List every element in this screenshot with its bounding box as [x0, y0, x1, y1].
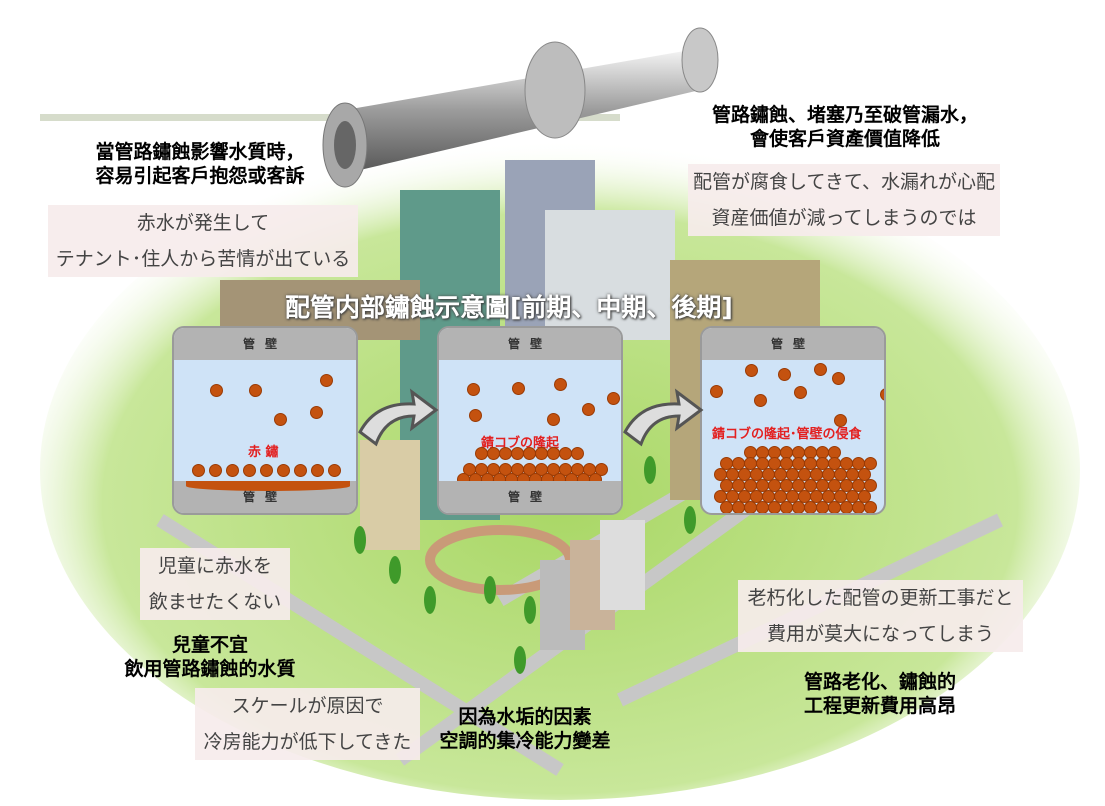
arrow-right-icon [623, 388, 704, 447]
rust-nodule [571, 447, 584, 460]
rust-particle [310, 406, 323, 419]
rust-particle [754, 394, 767, 407]
rust-particle [467, 383, 480, 396]
rust-particle [277, 464, 290, 477]
rust-particle [311, 464, 324, 477]
stage-panel-early: 管壁 赤 鏽 管壁 [172, 326, 358, 515]
rust-particle [547, 413, 560, 426]
callout-line: テナント･住人から苦情が出ている [55, 248, 351, 270]
pipe-wall-top: 管壁 [439, 328, 621, 360]
callout-top-right-zh: 管路鏽蝕、堵塞乃至破管漏水， 會使客戶資產價值降低 [680, 103, 1010, 151]
callout-line: 空調的集冷能力變差 [439, 730, 611, 752]
rust-nodule [864, 457, 877, 470]
rust-particle [794, 386, 807, 399]
rust-particle [512, 382, 525, 395]
rust-particle [745, 364, 758, 377]
callout-bottom-center-zh: 因為水垢的因素 空調的集冷能力變差 [420, 705, 630, 753]
pipe-illustration [322, 27, 719, 188]
callout-line: 飲ませたくない [148, 591, 282, 613]
rust-particle [320, 374, 333, 387]
rust-particle [192, 464, 205, 477]
rust-particle [832, 372, 845, 385]
rust-particle [243, 464, 256, 477]
callout-line: 老朽化した配管の更新工事だと [747, 587, 1014, 609]
callout-top-left-zh: 當管路鏽蝕影響水質時， 容易引起客戶抱怨或客訴 [60, 140, 340, 188]
rust-particle [274, 413, 287, 426]
rust-nodule [864, 501, 877, 513]
rust-particle [880, 388, 884, 401]
rust-particle [814, 363, 827, 376]
pipe-wall-top: 管壁 [702, 328, 884, 360]
rust-particle [710, 385, 723, 398]
stage-panel-middle: 管壁 錆コブの隆起 管壁 [437, 326, 623, 515]
callout-line: 因為水垢的因素 [458, 706, 592, 728]
rust-particle [226, 464, 239, 477]
callout-line: 容易引起客戶抱怨或客訴 [95, 165, 305, 187]
pipe-wall-top: 管壁 [174, 328, 356, 360]
callout-bottom-left-jp: 児童に赤水を 飲ませたくない [140, 548, 290, 620]
rust-particle [210, 384, 223, 397]
callout-line: 兒童不宜 [171, 634, 248, 656]
stage-label: 錆コブの隆起･管壁の侵食 [712, 427, 862, 442]
callout-top-right-jp: 配管が腐食してきて、水漏れが心配 資産価値が減ってしまうのでは [688, 164, 1000, 236]
callout-line: 資産価値が減ってしまうのでは [711, 207, 977, 229]
callout-top-left-jp: 赤水が発生して テナント･住人から苦情が出ている [48, 205, 358, 277]
callout-line: 管路鏽蝕、堵塞乃至破管漏水， [711, 104, 978, 126]
callout-bottom-right-zh: 管路老化、鏽蝕的 工程更新費用高昂 [770, 670, 990, 718]
rust-particle [209, 464, 222, 477]
callout-line: 児童に赤水を [157, 555, 272, 577]
callout-bottom-right-jp: 老朽化した配管の更新工事だと 費用が莫大になってしまう [738, 580, 1023, 652]
rust-nodule [595, 463, 608, 476]
stage-label: 赤 鏽 [248, 445, 279, 460]
stage-panel-late: 管壁 錆コブの隆起･管壁の侵食 [700, 326, 886, 515]
arrow-right-icon [358, 388, 439, 447]
rust-particle [328, 464, 341, 477]
rust-particle [469, 409, 482, 422]
rust-particle [607, 392, 620, 405]
rust-layer [186, 481, 350, 491]
callout-line: 管路老化、鏽蝕的 [803, 671, 956, 693]
callout-line: スケールが原因で [231, 695, 384, 717]
rust-particle [834, 414, 847, 427]
pipe-wall-bottom: 管壁 [439, 481, 621, 513]
rust-particle [249, 384, 262, 397]
rust-particle [294, 464, 307, 477]
rust-particle [260, 464, 273, 477]
callout-bottom-left-zh: 兒童不宜 飲用管路鏽蝕的水質 [100, 633, 320, 681]
rust-particle [554, 378, 567, 391]
trees [354, 456, 696, 674]
rust-particle [582, 403, 595, 416]
callout-line: 配管が腐食してきて、水漏れが心配 [693, 171, 995, 193]
callout-line: 工程更新費用高昂 [803, 695, 956, 717]
callout-line: 冷房能力が低下してきた [203, 731, 412, 753]
callout-bottom-center-jp: スケールが原因で 冷房能力が低下してきた [195, 688, 420, 760]
callout-line: 會使客戶資產價值降低 [749, 128, 940, 150]
callout-line: 當管路鏽蝕影響水質時， [95, 141, 305, 163]
diagram-title: 配管内部鏽蝕示意圖[前期、中期、後期] [285, 293, 733, 322]
callout-line: 費用が莫大になってしまう [766, 623, 995, 645]
rust-particle [778, 368, 791, 381]
callout-line: 赤水が発生して [136, 212, 270, 234]
rust-nodule [864, 479, 877, 492]
callout-line: 飲用管路鏽蝕的水質 [124, 658, 296, 680]
